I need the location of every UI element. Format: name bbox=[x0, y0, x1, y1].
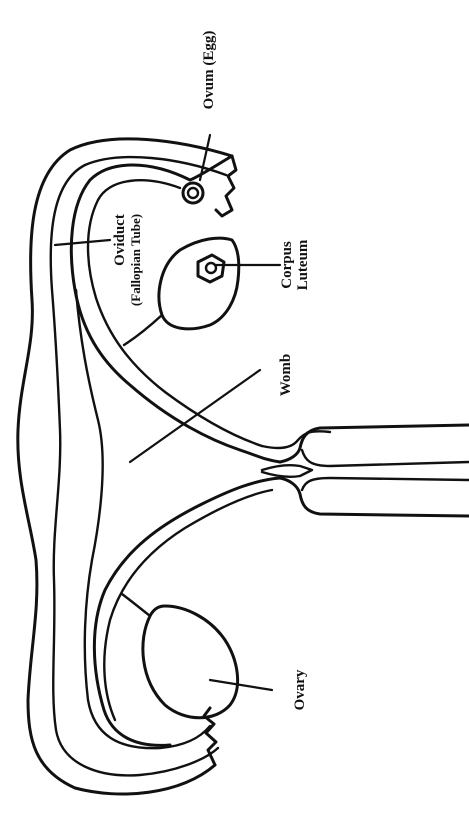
cervix-upper-inner bbox=[262, 431, 330, 448]
ovum-label: Ovum (Egg) bbox=[201, 31, 217, 110]
vagina-inner-upper bbox=[302, 450, 469, 466]
cervix-upper bbox=[280, 425, 469, 462]
ovary bbox=[122, 594, 238, 718]
cervical-canal bbox=[262, 465, 312, 477]
oviduct-leader bbox=[55, 240, 110, 245]
womb-leader bbox=[130, 370, 260, 462]
corpus-stalk bbox=[124, 315, 162, 345]
ovum-inner bbox=[188, 188, 198, 198]
fallopian-tube-label: (Fallopian Tube) bbox=[128, 214, 143, 306]
corpus-label: Corpus bbox=[279, 241, 295, 289]
ovary-label: Ovary bbox=[292, 669, 308, 710]
oviduct-label: Oviduct bbox=[112, 214, 128, 266]
cervix-vagina bbox=[262, 425, 469, 516]
oviduct-upper-inner bbox=[71, 156, 280, 462]
corpus-core-outer bbox=[198, 255, 224, 282]
ovary-leader bbox=[210, 680, 272, 690]
cervix-lower bbox=[280, 478, 469, 516]
ovary-ligament bbox=[122, 594, 150, 616]
luteum-label: Luteum bbox=[295, 239, 311, 290]
vagina-inner-lower bbox=[302, 478, 469, 490]
ovary-body bbox=[143, 606, 238, 718]
ovum-outer bbox=[183, 183, 203, 203]
womb-label: Womb bbox=[278, 354, 294, 397]
uterus-outline bbox=[18, 139, 280, 794]
ovum bbox=[183, 183, 203, 203]
corpus-follicle bbox=[159, 238, 239, 329]
